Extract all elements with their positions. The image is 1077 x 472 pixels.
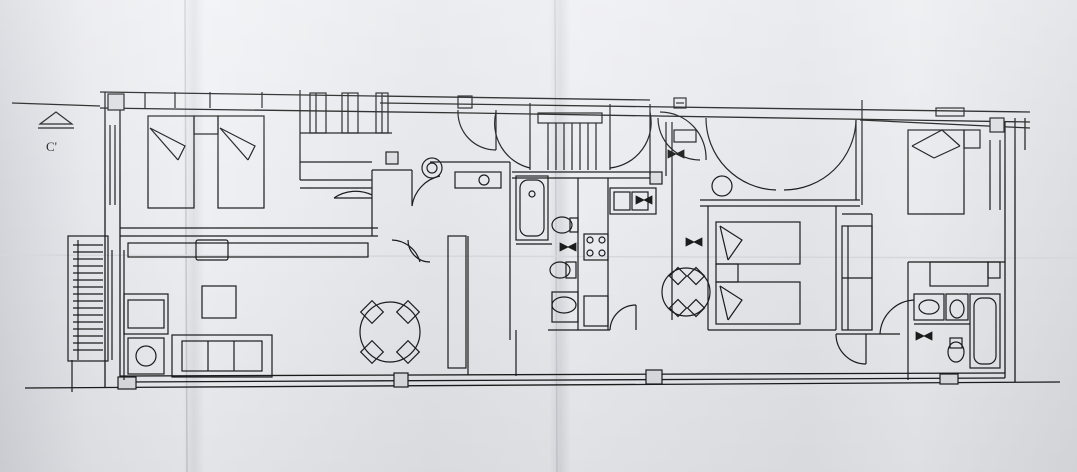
section-marker — [11, 102, 101, 129]
entry-hall — [333, 95, 511, 375]
structural-columns — [107, 93, 1005, 390]
exterior-walls — [24, 91, 1061, 389]
living-room — [111, 239, 421, 380]
bedroom-left — [109, 90, 392, 237]
plumbing-valves — [559, 149, 933, 341]
bedroom-right — [861, 100, 1005, 380]
meter-box-symbols — [673, 97, 697, 143]
left-balcony — [67, 235, 109, 392]
bathroom-right — [879, 261, 1001, 369]
bedroom-middle — [661, 117, 900, 365]
section-cut-label: C' — [46, 139, 58, 154]
stairwell — [494, 103, 652, 175]
bathroom-kitchen — [512, 111, 707, 376]
